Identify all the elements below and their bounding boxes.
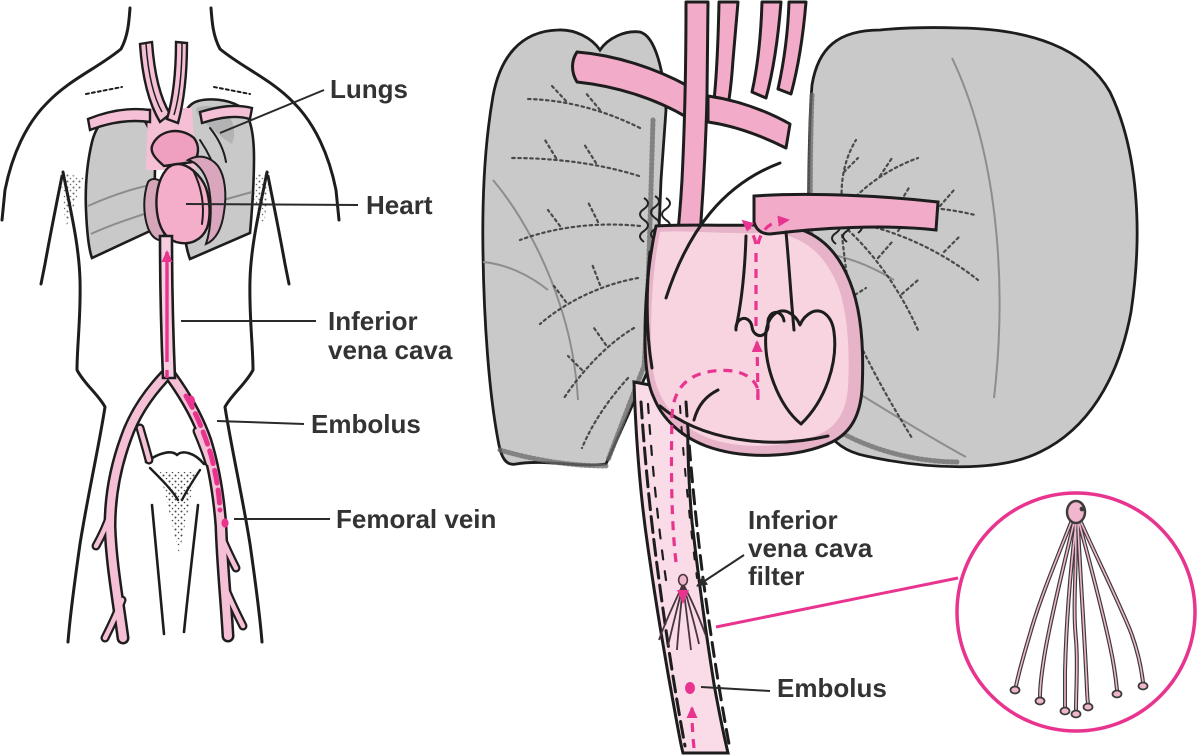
callout-line <box>715 576 959 629</box>
femoral-embolus-dot <box>221 518 229 528</box>
pulmonary-artery-tube <box>752 192 940 236</box>
aortic-branch-3 <box>776 0 808 96</box>
bronchial-texture-left <box>510 84 642 450</box>
label-femoral-vein: Femoral vein <box>336 504 496 534</box>
embolus-dot-large <box>685 682 695 694</box>
lungs-large <box>481 26 1139 469</box>
leader-lungs <box>219 89 325 134</box>
leader-filter <box>696 554 745 587</box>
label-ivc-line1: Inferior <box>328 306 418 336</box>
label-filter-line3: filter <box>748 561 804 591</box>
torso-outline <box>0 6 341 644</box>
label-filter-line1: Inferior <box>748 505 838 535</box>
aorta-knob <box>150 129 200 168</box>
heart-small <box>143 155 227 246</box>
heart-large <box>643 161 940 457</box>
label-embolus: Embolus <box>311 409 421 439</box>
subclavian-right <box>198 104 254 125</box>
label-ivc-line2: vena cava <box>328 335 453 365</box>
ivc-tube <box>632 380 730 755</box>
figure-left: Lungs Heart Inferior vena cava Embolus F… <box>0 6 496 645</box>
great-vessels-small <box>86 40 254 170</box>
aortic-branch-2 <box>750 0 783 100</box>
figure-right: Inferior vena cava filter Embolus <box>481 0 1139 755</box>
heart-flank-right <box>185 155 227 246</box>
embolus-dot <box>187 395 195 407</box>
label-embolus-large: Embolus <box>777 673 887 703</box>
inset-filter-cap <box>1065 499 1087 525</box>
pulmonary-arch-band <box>571 50 690 120</box>
embolus-trail <box>183 393 223 513</box>
heart-body-large <box>651 231 849 446</box>
heart-body <box>155 162 211 245</box>
leader-embolus <box>216 420 305 425</box>
labels-right-figure: Inferior vena cava filter Embolus <box>696 505 887 703</box>
leader-heart <box>185 203 359 206</box>
subclavian-left <box>86 107 152 132</box>
leader-embolus-large <box>700 686 771 692</box>
labels-left-figure: Lungs Heart Inferior vena cava Embolus F… <box>181 74 496 534</box>
filter-inset <box>715 491 1197 733</box>
label-filter-line2: vena cava <box>748 533 873 563</box>
vein-tree <box>91 234 248 645</box>
label-heart: Heart <box>366 190 433 220</box>
flow-and-emboli-small <box>161 250 229 528</box>
inset-filter-device <box>1009 499 1149 719</box>
label-lungs: Lungs <box>330 74 408 104</box>
ivc-filter-device <box>658 573 707 651</box>
flow-path <box>669 215 790 749</box>
right-vessel-band <box>706 94 792 150</box>
